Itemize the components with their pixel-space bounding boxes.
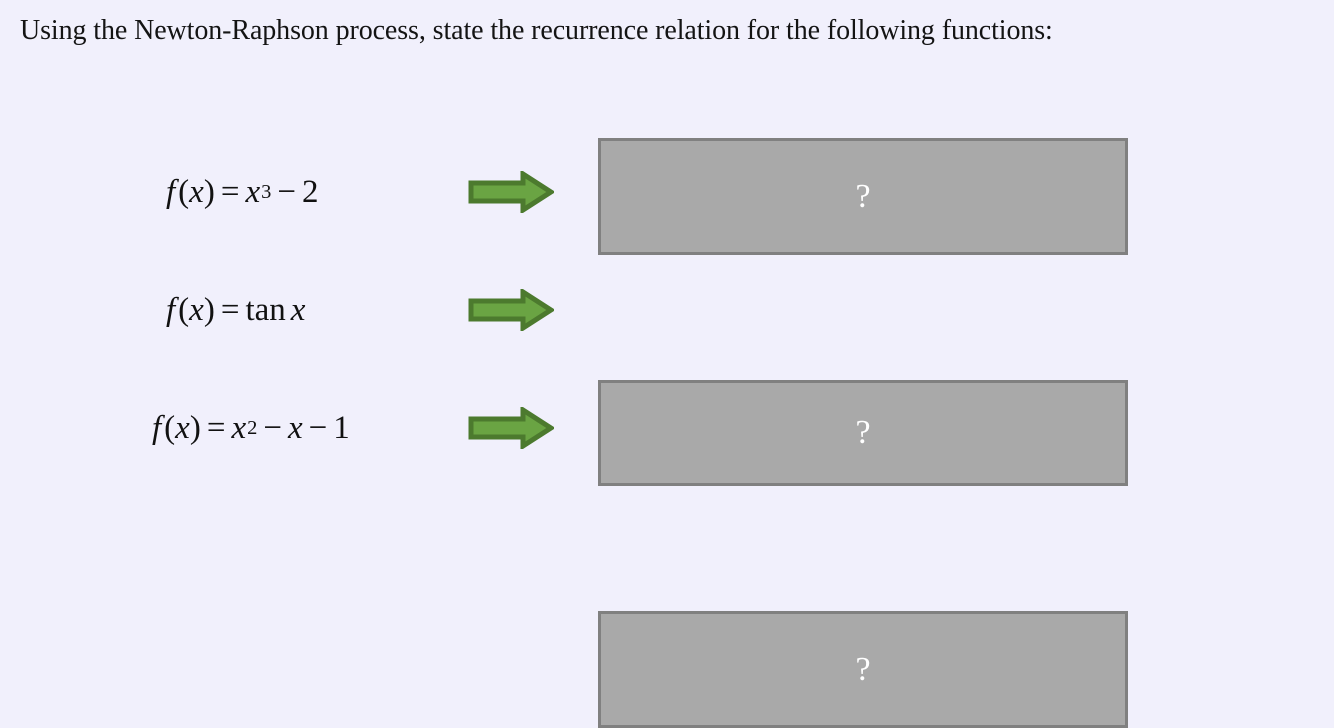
open-paren: ( bbox=[178, 173, 190, 210]
answer-box-1[interactable]: ? bbox=[598, 138, 1128, 255]
answer-box-2[interactable]: ? bbox=[598, 380, 1128, 486]
answer-box-3[interactable]: ? bbox=[598, 611, 1128, 728]
variable: x bbox=[189, 291, 204, 328]
close-paren: ) bbox=[203, 291, 215, 328]
right-arrow-icon bbox=[468, 289, 554, 331]
right-arrow-icon bbox=[468, 171, 554, 213]
close-paren: ) bbox=[203, 173, 215, 210]
equals-sign: = bbox=[220, 291, 240, 328]
function-name: f bbox=[166, 173, 176, 210]
answer-placeholder: ? bbox=[855, 650, 871, 688]
arrow-cell-3 bbox=[468, 369, 598, 487]
open-paren: ( bbox=[164, 409, 176, 446]
variable: x bbox=[189, 173, 204, 210]
arrow-cell-1 bbox=[468, 133, 598, 251]
page-title: Using the Newton-Raphson process, state … bbox=[20, 15, 1053, 46]
minus-sign: − bbox=[277, 173, 296, 210]
minus-sign: − bbox=[263, 409, 282, 446]
variable: x bbox=[175, 409, 190, 446]
trig-function-name: tan bbox=[245, 291, 286, 328]
minus-sign-2: − bbox=[308, 409, 328, 446]
function-name: f bbox=[152, 409, 162, 446]
constant-term: 2 bbox=[301, 173, 319, 210]
right-arrow-icon bbox=[468, 407, 554, 449]
answer-placeholder: ? bbox=[855, 177, 871, 215]
base-term: x bbox=[245, 173, 261, 210]
answer-placeholder: ? bbox=[855, 414, 871, 451]
base-term: x bbox=[231, 409, 247, 446]
constant-term: 1 bbox=[333, 409, 350, 446]
open-paren: ( bbox=[178, 291, 190, 328]
function-name: f bbox=[166, 291, 176, 328]
argument: x bbox=[290, 291, 306, 328]
arrow-cell-2 bbox=[468, 251, 598, 369]
equals-sign: = bbox=[220, 173, 240, 210]
linear-term: x bbox=[287, 409, 303, 446]
close-paren: ) bbox=[189, 409, 201, 446]
equals-sign: = bbox=[206, 409, 226, 446]
